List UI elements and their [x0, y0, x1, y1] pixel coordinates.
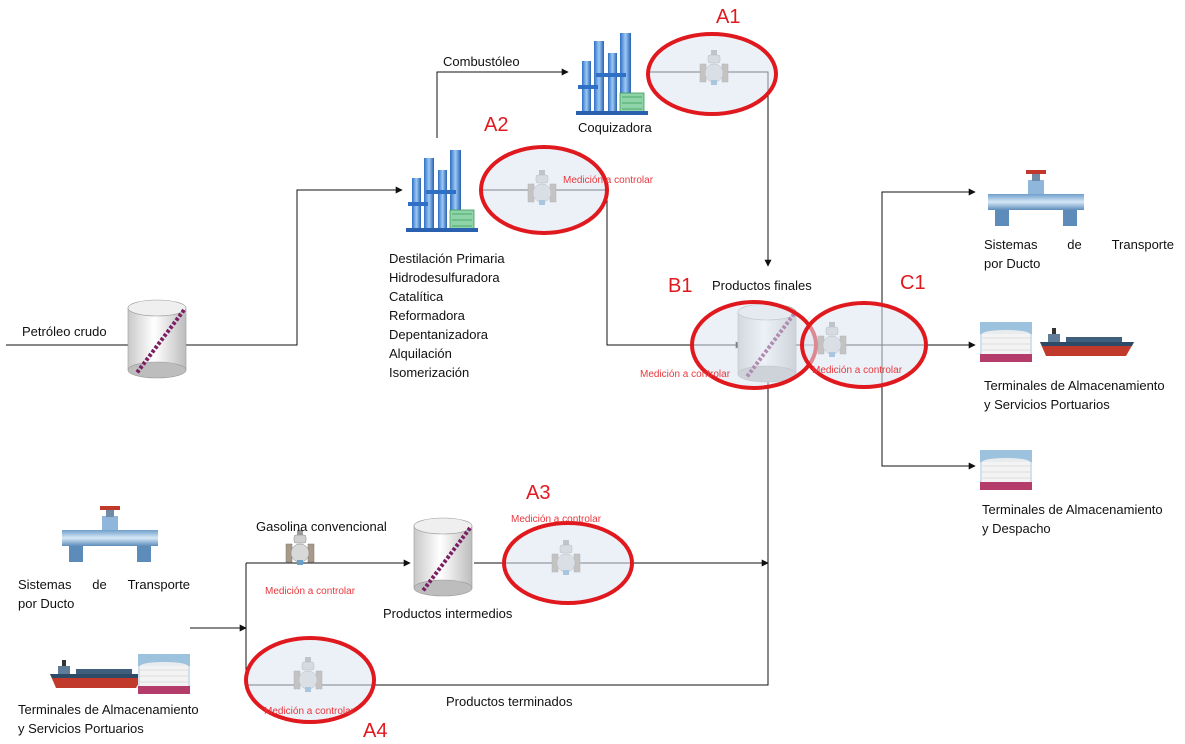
- de-word: de: [92, 577, 107, 592]
- highlight-ellipses: [244, 32, 928, 724]
- coquizadora-label: Coquizadora: [578, 120, 652, 135]
- por-ducto-label: por Ducto: [984, 256, 1041, 271]
- sistemas-transporte-label: Sistemas de Transporte: [18, 575, 190, 594]
- ellipse-a4: [244, 636, 376, 724]
- por-ducto-label: por Ducto: [18, 596, 75, 611]
- sistemas-word: Sistemas: [984, 237, 1038, 252]
- destilacion-line: Destilación Primaria: [389, 251, 505, 266]
- ellipse-a2: [479, 145, 609, 235]
- tag-b1: B1: [668, 275, 693, 297]
- refinery-icon: [405, 149, 479, 233]
- productos-finales-label: Productos finales: [712, 278, 812, 293]
- terminales-portuarios-label: Terminales de Almacenamiento: [984, 378, 1165, 393]
- terminal-icon: [137, 653, 191, 695]
- medicion-label: Medición a controlar: [640, 369, 731, 380]
- ellipse-a1: [646, 32, 778, 116]
- destilacion-line: Hidrodesulfuradora: [389, 270, 500, 285]
- terminales-despacho-label: Terminales de Almacenamiento: [982, 502, 1163, 517]
- destilacion-line: Isomerización: [389, 365, 470, 380]
- ship-icon: [50, 660, 144, 688]
- productos-terminados-label: Productos terminados: [446, 694, 573, 709]
- medicion-label: Medición a controlar: [265, 586, 356, 597]
- pipeline-icon: [62, 506, 158, 562]
- terminal-icon: [979, 449, 1033, 491]
- transporte-word: Transporte: [127, 577, 190, 592]
- medicion-label: Medición a controlar: [563, 175, 654, 186]
- transporte-word: Transporte: [1111, 237, 1174, 252]
- destilacion-line: Depentanizadora: [389, 327, 489, 342]
- petroleo-crudo-label: Petróleo crudo: [22, 324, 107, 339]
- destilacion-line: Alquilación: [389, 346, 452, 361]
- servicios-portuarios-label: y Servicios Portuarios: [18, 721, 144, 736]
- terminales-portuarios-label: Terminales de Almacenamiento: [18, 702, 199, 717]
- terminal-icon: [979, 321, 1033, 363]
- despacho-label: y Despacho: [982, 521, 1051, 536]
- de-word: de: [1067, 237, 1082, 252]
- tag-c1: C1: [900, 272, 926, 294]
- tag-a3: A3: [526, 482, 551, 504]
- medicion-label: Medición a controlar: [511, 514, 602, 525]
- gasolina-convencional-label: Gasolina convencional: [256, 519, 387, 534]
- pipeline-icon: [988, 170, 1084, 226]
- medicion-label: Medición a controlar: [812, 365, 903, 376]
- ship-icon: [1040, 328, 1134, 356]
- medicion-label: Medición a controlar: [264, 706, 355, 717]
- ellipse-c1: [800, 301, 928, 389]
- ellipse-a3: [502, 521, 634, 605]
- destilacion-line: Reformadora: [389, 308, 465, 323]
- coker-icon: [575, 32, 649, 116]
- sistemas-transporte-label: Sistemas de Transporte: [984, 235, 1174, 254]
- productos-intermedios-label: Productos intermedios: [383, 606, 513, 621]
- tag-a1: A1: [716, 6, 741, 28]
- destilacion-line: Catalítica: [389, 289, 444, 304]
- servicios-portuarios-label: y Servicios Portuarios: [984, 397, 1110, 412]
- crude-tank-icon: [126, 298, 188, 380]
- combustoleo-label: Combustóleo: [443, 54, 520, 69]
- sistemas-word: Sistemas: [18, 577, 72, 592]
- intermediate-tank-icon: [412, 516, 474, 598]
- tag-a2: A2: [484, 114, 509, 136]
- tag-a4: A4: [363, 720, 388, 742]
